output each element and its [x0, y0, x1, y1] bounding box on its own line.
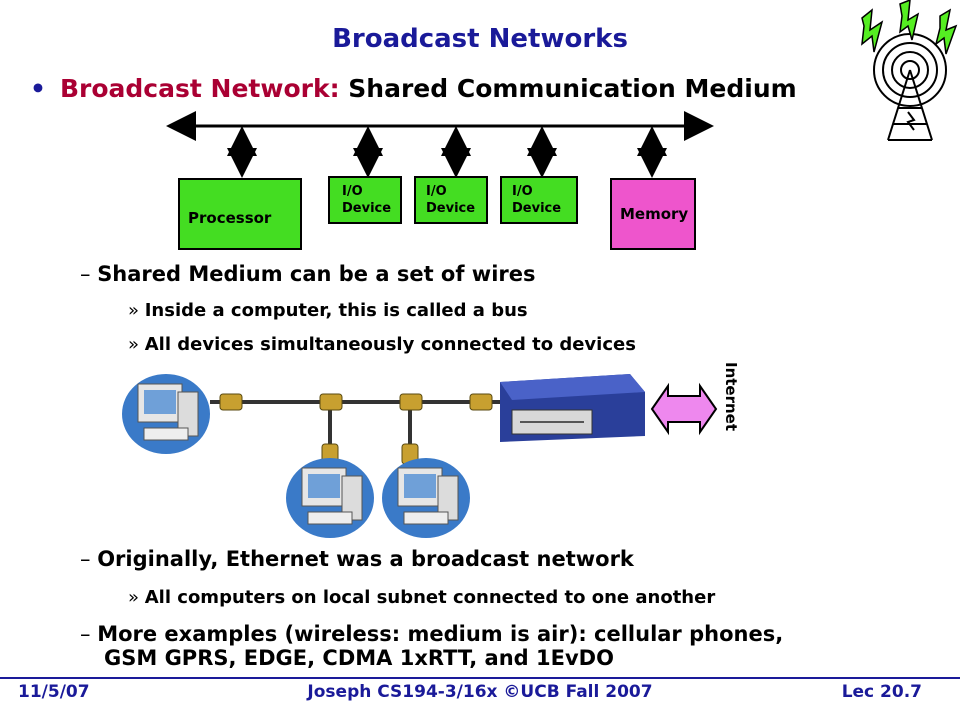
footer-date: 11/5/07: [18, 682, 90, 702]
internet-arrow: [650, 382, 718, 436]
io-device-label-3: I/O Device: [512, 184, 562, 216]
bullet-ethernet: – Originally, Ethernet was a broadcast n…: [80, 547, 634, 571]
computer-icon-1: [122, 374, 210, 454]
bus-diagram: [166, 111, 714, 178]
bullet-dot: •: [30, 74, 46, 103]
bullet-wireless-text-2: GSM GPRS, EDGE, CDMA 1xRTT, and 1EvDO: [104, 646, 614, 670]
sub-bullet-devices-text: All devices simultaneously connected to …: [144, 334, 636, 355]
computer-icon-2: [286, 458, 374, 538]
slide-title: Broadcast Networks: [332, 24, 628, 54]
io-device-box-3: I/O Device: [500, 176, 578, 224]
sub-bullet-subnet: » All computers on local subnet connecte…: [128, 587, 716, 608]
ethernet-illustration: [122, 374, 645, 538]
memory-label: Memory: [620, 205, 689, 223]
internet-label-wrap: Internet: [720, 362, 744, 462]
bullet-wireless-text-1: More examples (wireless: medium is air):…: [97, 622, 784, 646]
processor-box: Processor: [178, 178, 302, 250]
io-device-label-2: I/O Device: [426, 184, 476, 216]
bullet-shared-medium: – Shared Medium can be a set of wires: [80, 262, 536, 286]
main-bullet-keyword: Broadcast Network:: [59, 74, 340, 103]
computer-icon-3: [382, 458, 470, 538]
sub-bullet-devices: » All devices simultaneously connected t…: [128, 334, 636, 355]
io-device-box-2: I/O Device: [414, 176, 488, 224]
footer-rule: [0, 677, 960, 679]
main-bullet: • Broadcast Network: Shared Communication…: [30, 74, 797, 103]
footer-course: Joseph CS194-3/16x ©UCB Fall 2007: [307, 682, 653, 702]
router-icon: [500, 374, 645, 442]
bullet-ethernet-text: Originally, Ethernet was a broadcast net…: [97, 547, 634, 571]
io-device-label-1: I/O Device: [342, 184, 392, 216]
sub-bullet-subnet-text: All computers on local subnet connected …: [144, 587, 716, 608]
bullet-wireless: – More examples (wireless: medium is air…: [80, 622, 784, 646]
antenna-icon: [861, 0, 958, 141]
sub-bullet-bus: » Inside a computer, this is called a bu…: [128, 300, 528, 321]
memory-box: Memory: [610, 178, 696, 250]
io-device-box-1: I/O Device: [328, 176, 402, 224]
sub-bullet-bus-text: Inside a computer, this is called a bus: [144, 300, 528, 321]
processor-label: Processor: [188, 209, 272, 227]
internet-label: Internet: [722, 362, 740, 432]
bullet-wireless-cont: GSM GPRS, EDGE, CDMA 1xRTT, and 1EvDO: [104, 646, 614, 670]
footer-lecture: Lec 20.7: [841, 682, 922, 702]
main-bullet-text: Shared Communication Medium: [339, 74, 797, 103]
bullet-shared-medium-text: Shared Medium can be a set of wires: [97, 262, 536, 286]
